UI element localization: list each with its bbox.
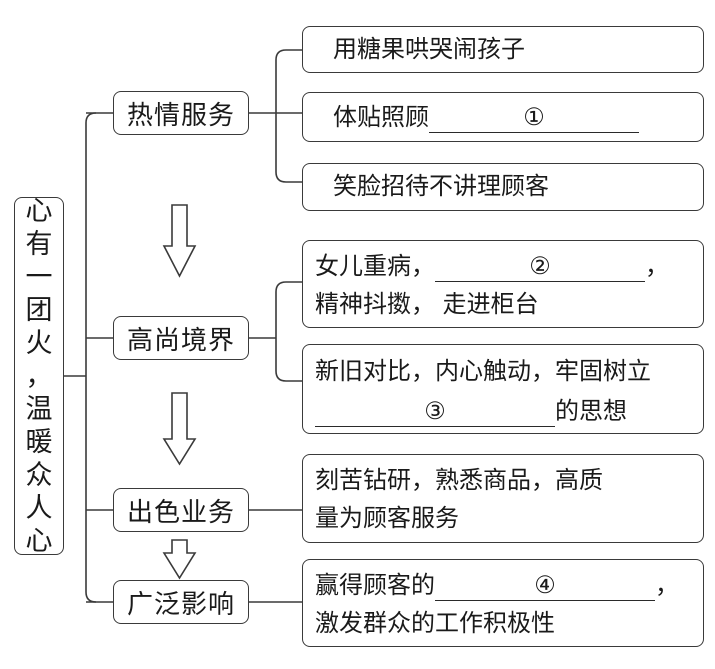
root-char: 心	[25, 195, 53, 227]
blank-2[interactable]: ②	[435, 251, 645, 282]
leaf-text: 激发群众的工作积极性	[315, 609, 555, 637]
down-arrow-2	[162, 392, 197, 466]
branch-label: 热情服务	[126, 100, 235, 131]
branch-node-excellent-business: 出色业务	[113, 488, 249, 532]
blank-1[interactable]: ①	[429, 102, 639, 133]
down-arrow-3	[162, 539, 197, 580]
root-node: 心 有 一 团 火 ， 温 暖 众 人 心	[14, 195, 64, 557]
leaf-text: 女儿重病，	[315, 252, 435, 280]
leaf-text: 精神抖擞， 走进柜台	[315, 290, 539, 318]
root-char: 暖	[25, 426, 53, 458]
root-char: 一	[25, 261, 53, 293]
root-char: 温	[25, 393, 53, 425]
leaf-text: 的思想	[555, 397, 627, 425]
branch-node-warm-service: 热情服务	[113, 91, 249, 135]
root-char: 团	[25, 294, 53, 326]
leaf-node: 用糖果哄哭闹孩子	[302, 26, 704, 73]
leaf-node: 笑脸招待不讲理顾客	[302, 163, 704, 211]
leaf-text: 笑脸招待不讲理顾客	[333, 172, 549, 200]
leaf-text: 刻苦钻研，熟悉商品，高质	[315, 466, 603, 494]
leaf-text: 体贴照顾	[333, 103, 429, 131]
root-char: 有	[25, 228, 53, 260]
root-char: 众	[25, 459, 53, 491]
root-char: 火	[25, 327, 53, 359]
down-arrow-1	[162, 204, 197, 278]
leaf-text: ，	[655, 571, 679, 599]
branch-label: 高尚境界	[126, 325, 235, 356]
branch-label: 广泛影响	[126, 589, 235, 620]
root-char: 人	[25, 492, 53, 524]
leaf-text: ，	[645, 252, 669, 280]
branch-label: 出色业务	[126, 497, 235, 528]
blank-3[interactable]: ③	[315, 396, 555, 427]
leaf-node: 刻苦钻研，熟悉商品，高质 量为顾客服务	[302, 454, 704, 543]
leaf-node-blank-2: 女儿重病，②， 精神抖擞， 走进柜台	[302, 240, 704, 328]
root-char: 心	[25, 525, 53, 557]
leaf-text: 用糖果哄哭闹孩子	[333, 35, 525, 63]
leaf-text: 新旧对比，内心触动，牢固树立	[315, 357, 651, 385]
leaf-text: 量为顾客服务	[315, 504, 459, 532]
leaf-text: 赢得顾客的	[315, 571, 435, 599]
blank-4[interactable]: ④	[435, 570, 655, 601]
branch-node-wide-influence: 广泛影响	[113, 580, 249, 624]
root-char: ，	[25, 360, 53, 392]
branch-node-noble-realm: 高尚境界	[113, 316, 249, 360]
